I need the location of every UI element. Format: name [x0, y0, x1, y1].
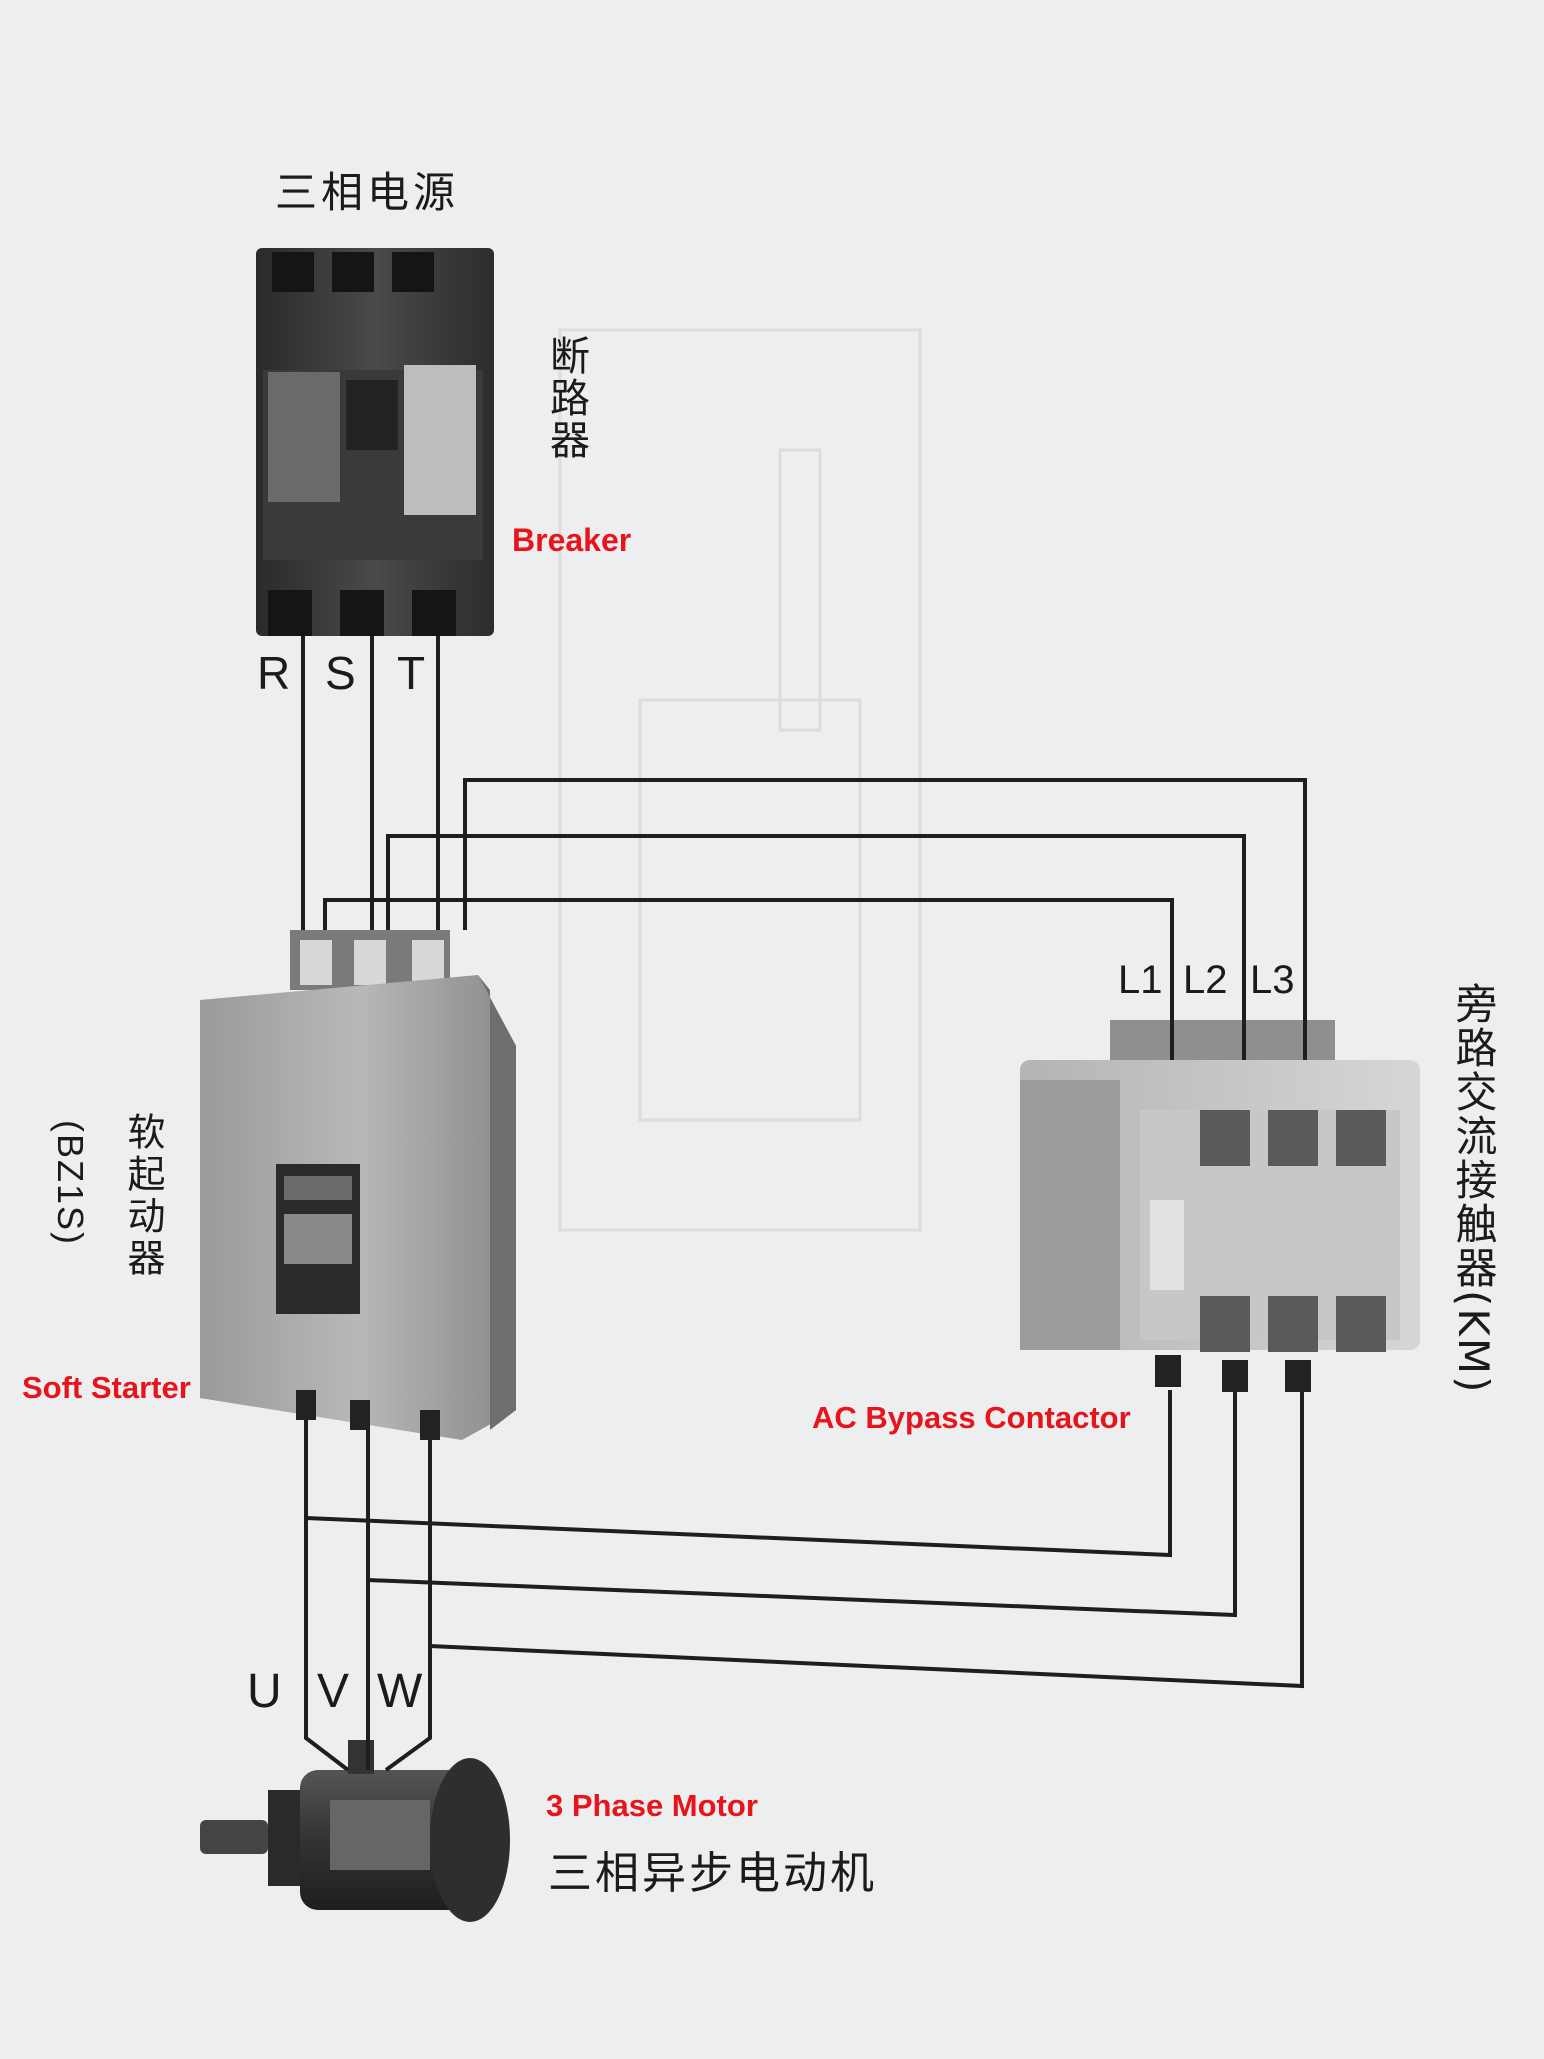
wire-bypass-1: [305, 1390, 1172, 1558]
breaker-cn-label: 断路器: [543, 335, 589, 461]
bypass-en-label: AC Bypass Contactor: [812, 1400, 1131, 1435]
motor-en-label: 3 Phase Motor: [546, 1788, 758, 1823]
motor: [200, 1740, 510, 1922]
wire-L3: [463, 778, 1307, 1060]
terminal-S: S: [325, 647, 356, 699]
terminal-V: V: [317, 1665, 350, 1718]
terminal-L1: L1: [1118, 958, 1163, 1002]
soft-starter-en-label: Soft Starter: [22, 1370, 191, 1405]
wire-W: [384, 1440, 432, 1772]
breaker-en-label: Breaker: [512, 522, 632, 558]
terminal-R: R: [257, 647, 291, 699]
bypass-contactor: [1020, 1020, 1420, 1392]
wire-bypass-2: [367, 1390, 1237, 1618]
wires: [301, 636, 1307, 1772]
breaker: [256, 248, 494, 636]
wire-bypass-3: [429, 1390, 1304, 1689]
wire-L2: [386, 834, 1246, 1060]
soft-starter: [200, 930, 516, 1440]
power-source-label: 三相电源: [275, 168, 460, 217]
soft-starter-cn-label: 软起动器: [121, 1112, 165, 1280]
terminal-W: W: [377, 1665, 423, 1718]
soft-starter-model-label: (BZ1S): [50, 1120, 91, 1247]
wire-U: [304, 1420, 350, 1772]
terminal-T: T: [397, 647, 426, 699]
terminal-L3: L3: [1250, 958, 1295, 1002]
wire-L1: [323, 898, 1174, 1060]
terminal-L2: L2: [1183, 958, 1228, 1002]
bypass-cn-label: 旁路交流接触器(KM): [1449, 982, 1498, 1395]
terminal-U: U: [247, 1665, 282, 1718]
motor-cn-label: 三相异步电动机: [548, 1848, 877, 1899]
